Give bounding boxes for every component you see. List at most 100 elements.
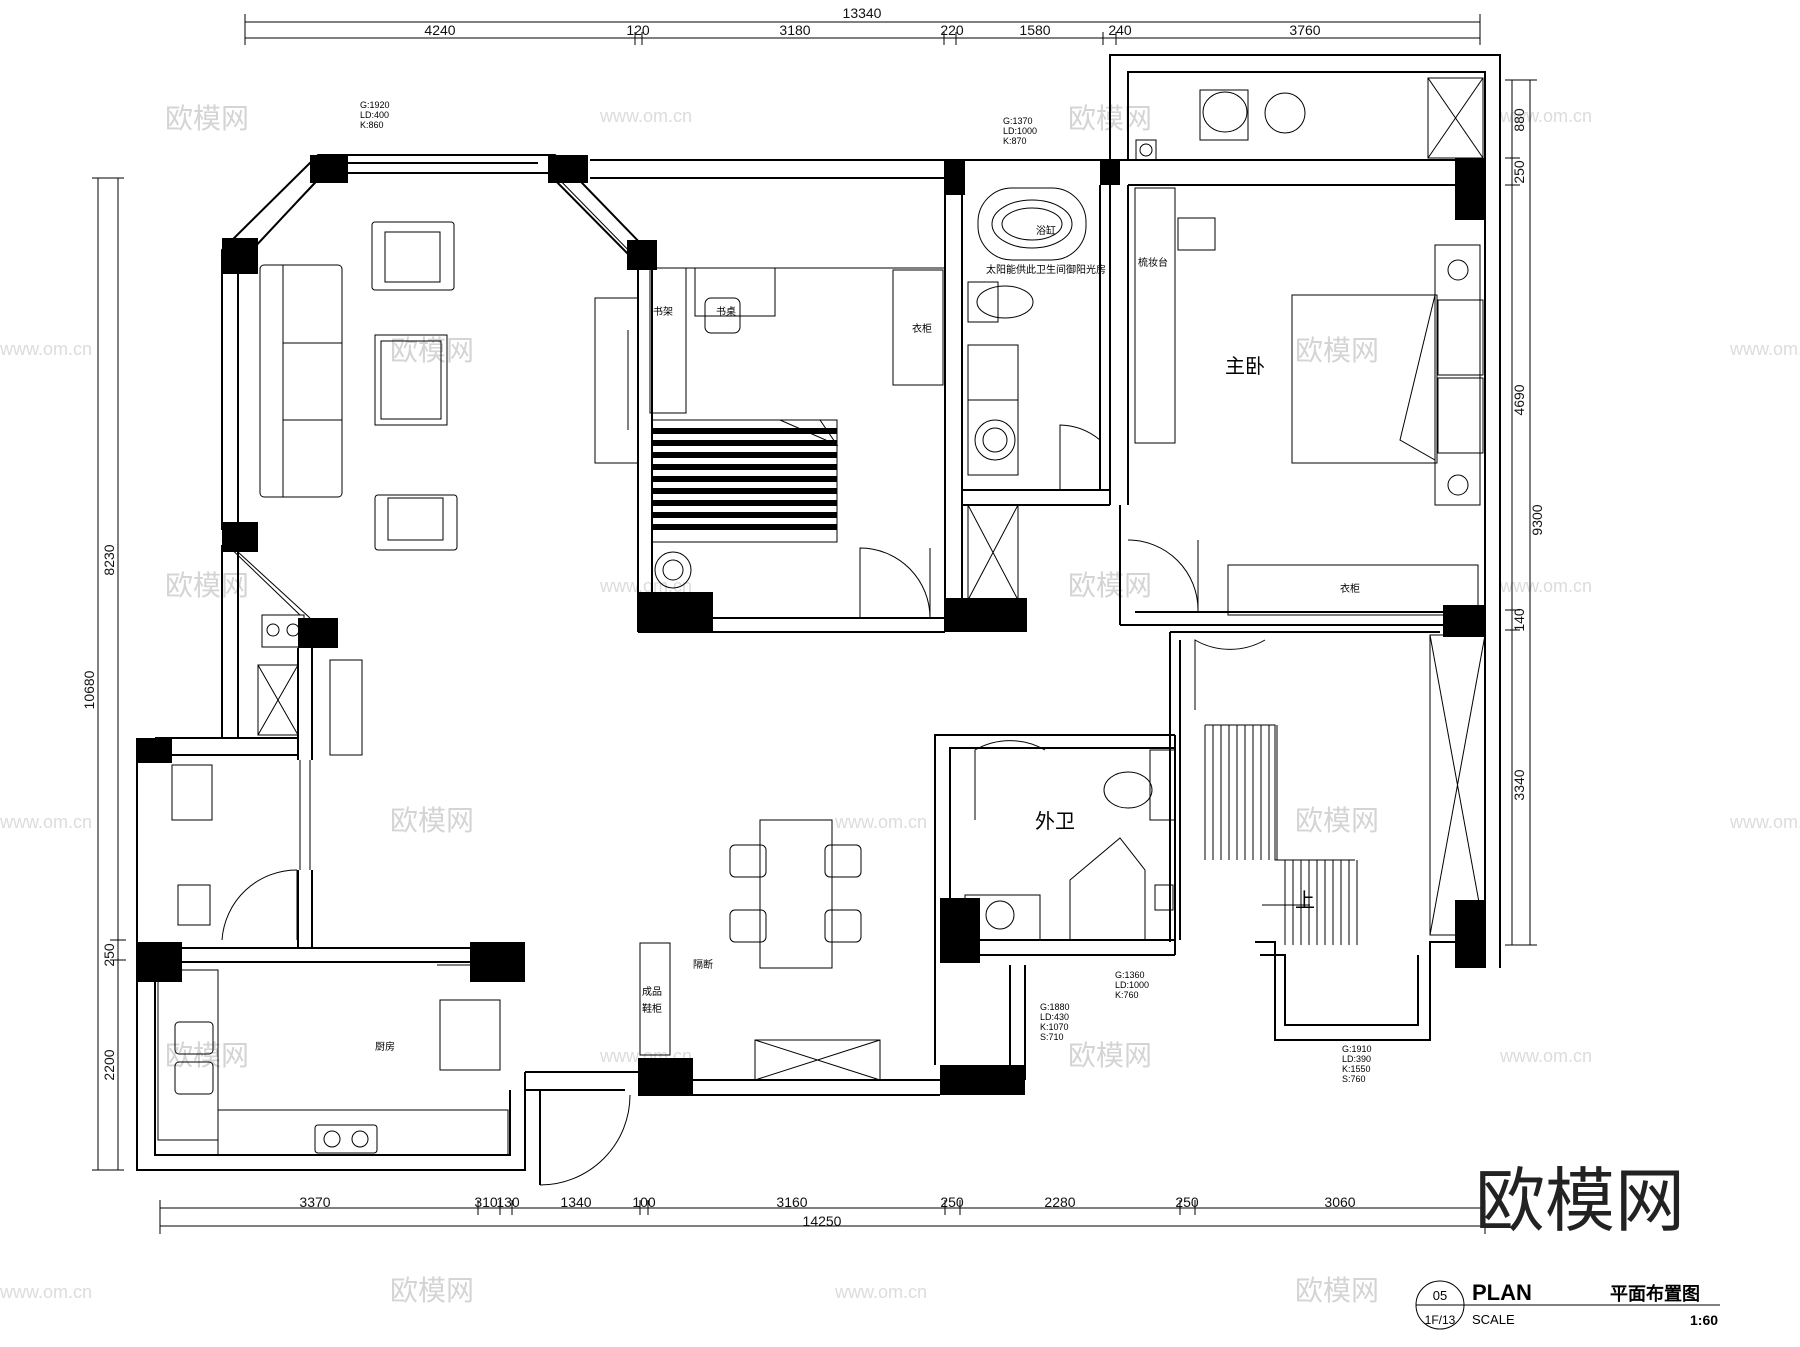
dim-top-3: 3180 <box>779 22 810 38</box>
dim-bottom-1: 3370 <box>299 1194 330 1210</box>
drawing-title: 平面布置图 <box>1610 1283 1700 1305</box>
sheet-ref: 1F/13 <box>1425 1313 1456 1327</box>
watermark-text: 欧模网 <box>1068 569 1152 602</box>
bed-stripe <box>652 512 837 518</box>
dim-left-4: 2200 <box>101 1049 117 1080</box>
top-dimensions: 13340 4240 120 3180 220 1580 240 3760 <box>244 5 1481 45</box>
bed-stripe <box>652 452 837 458</box>
dim-right-5: 140 <box>1511 608 1527 632</box>
watermark-url: www.om.cn <box>0 1282 92 1302</box>
watermark-text: 欧模网 <box>165 1039 249 1072</box>
label-vanity: 梳妆台 <box>1138 256 1168 269</box>
dim-bottom-3: 130 <box>496 1194 520 1210</box>
dim-bottom-9: 250 <box>1175 1194 1199 1210</box>
room-labels: 主卧 外卫 厨房 上 <box>375 354 1315 1053</box>
dim-bottom-7: 250 <box>940 1194 964 1210</box>
dim-left-2: 8230 <box>101 544 117 575</box>
dim-top-4: 220 <box>940 22 964 38</box>
watermark-url: www.om.cn <box>599 576 692 596</box>
stair-outline <box>1205 724 1355 861</box>
drawing-scale: 1:60 <box>1690 1312 1718 1328</box>
dim-top-7: 3760 <box>1289 22 1320 38</box>
dim-left-3: 250 <box>101 943 117 967</box>
watermark-text: 欧模网 <box>390 334 474 367</box>
dim-left-total: 10680 <box>81 670 97 709</box>
watermark-url: www.om.cn <box>599 106 692 126</box>
label-shoe-1: 成品 <box>642 986 662 998</box>
dim-bottom-10: 3060 <box>1324 1194 1355 1210</box>
watermark-url: www.om.cn <box>1729 812 1800 832</box>
dining-chair <box>729 909 767 943</box>
watermark-url: www.om.cn <box>1499 106 1592 126</box>
watermark-text: 欧模网 <box>1295 1274 1379 1307</box>
dim-right-1: 880 <box>1511 108 1527 132</box>
dim-right-3: 9300 <box>1529 504 1545 535</box>
watermark-url: www.om.cn <box>1729 339 1800 359</box>
dim-top-2: 120 <box>626 22 650 38</box>
left-dimensions: 10680 8230 250 2200 <box>81 177 126 1171</box>
dim-bottom-8: 2280 <box>1044 1194 1075 1210</box>
stair-up-label: 上 <box>1295 888 1315 912</box>
label-tub: 浴缸 <box>1036 224 1056 237</box>
watermark-url: www.om.cn <box>834 1282 927 1302</box>
watermark-layer: 欧模网欧模网欧模网欧模网欧模网欧模网欧模网欧模网欧模网欧模网欧模网欧模网www.… <box>0 102 1800 1307</box>
label-desk-side: 书架 <box>653 306 673 318</box>
dim-bottom-4: 1340 <box>560 1194 591 1210</box>
dim-top-total: 13340 <box>843 5 882 21</box>
dim-bottom-total: 14250 <box>803 1213 842 1229</box>
sheet-number: 05 <box>1433 1288 1447 1303</box>
bed-stripe <box>652 428 837 434</box>
bed-stripe <box>652 440 837 446</box>
watermark-text: 欧模网 <box>1068 1039 1152 1072</box>
furniture: 衣柜 书桌 书架 浴缸 太阳能供此卫生间御阳光房 梳妆台 <box>157 77 1486 1156</box>
right-dimensions: 880 250 9300 4690 140 3340 <box>1505 79 1545 946</box>
watermark-text: 欧模网 <box>1295 804 1379 837</box>
dim-top-5: 1580 <box>1019 22 1050 38</box>
dim-bottom-2: 310 <box>474 1194 498 1210</box>
scale-label: SCALE <box>1472 1312 1515 1327</box>
label-wardrobe-2: 衣柜 <box>1340 582 1360 595</box>
dining-chair <box>729 844 767 878</box>
watermark-text: 欧模网 <box>165 102 249 135</box>
room-kitchen: 厨房 <box>375 1040 395 1053</box>
room-guest-bath: 外卫 <box>1035 809 1075 833</box>
bed-stripe <box>652 500 837 506</box>
watermark-url: www.om.cn <box>1499 1046 1592 1066</box>
dining-chair <box>824 909 862 943</box>
watermark-text: 欧模网 <box>390 1274 474 1307</box>
dim-bottom-6: 3160 <box>776 1194 807 1210</box>
watermark-url: www.om.cn <box>834 812 927 832</box>
bottom-dimensions: 3370 310 130 1340 100 3160 250 2280 250 … <box>159 1194 1486 1234</box>
label-partition: 隔断 <box>693 958 713 971</box>
title-block: 05 1F/13 PLAN SCALE 平面布置图 1:60 <box>1415 1280 1720 1330</box>
dining-chair <box>824 844 862 878</box>
label-desk: 书桌 <box>716 305 736 318</box>
watermark-text: 欧模网 <box>165 569 249 602</box>
dim-right-6: 3340 <box>1511 769 1527 800</box>
dim-right-4: 4690 <box>1511 384 1527 415</box>
bed-stripe <box>652 476 837 482</box>
bed-stripe <box>652 524 837 530</box>
walls <box>136 54 1501 1185</box>
watermark-url: www.om.cn <box>0 339 92 359</box>
doors <box>221 424 1266 1186</box>
brand-logo-text: 欧模网 <box>1475 1160 1685 1242</box>
bed-stripe <box>652 488 837 494</box>
label-wardrobe-1: 衣柜 <box>912 322 932 335</box>
plan-label: PLAN <box>1472 1280 1532 1305</box>
watermark-text: 欧模网 <box>390 804 474 837</box>
watermark-text: 欧模网 <box>1295 334 1379 367</box>
label-shoe-2: 鞋柜 <box>642 1002 662 1015</box>
watermark-url: www.om.cn <box>0 812 92 832</box>
dim-top-1: 4240 <box>424 22 455 38</box>
dim-bottom-5: 100 <box>632 1194 656 1210</box>
dim-top-6: 240 <box>1108 22 1132 38</box>
dim-right-2: 250 <box>1511 160 1527 184</box>
